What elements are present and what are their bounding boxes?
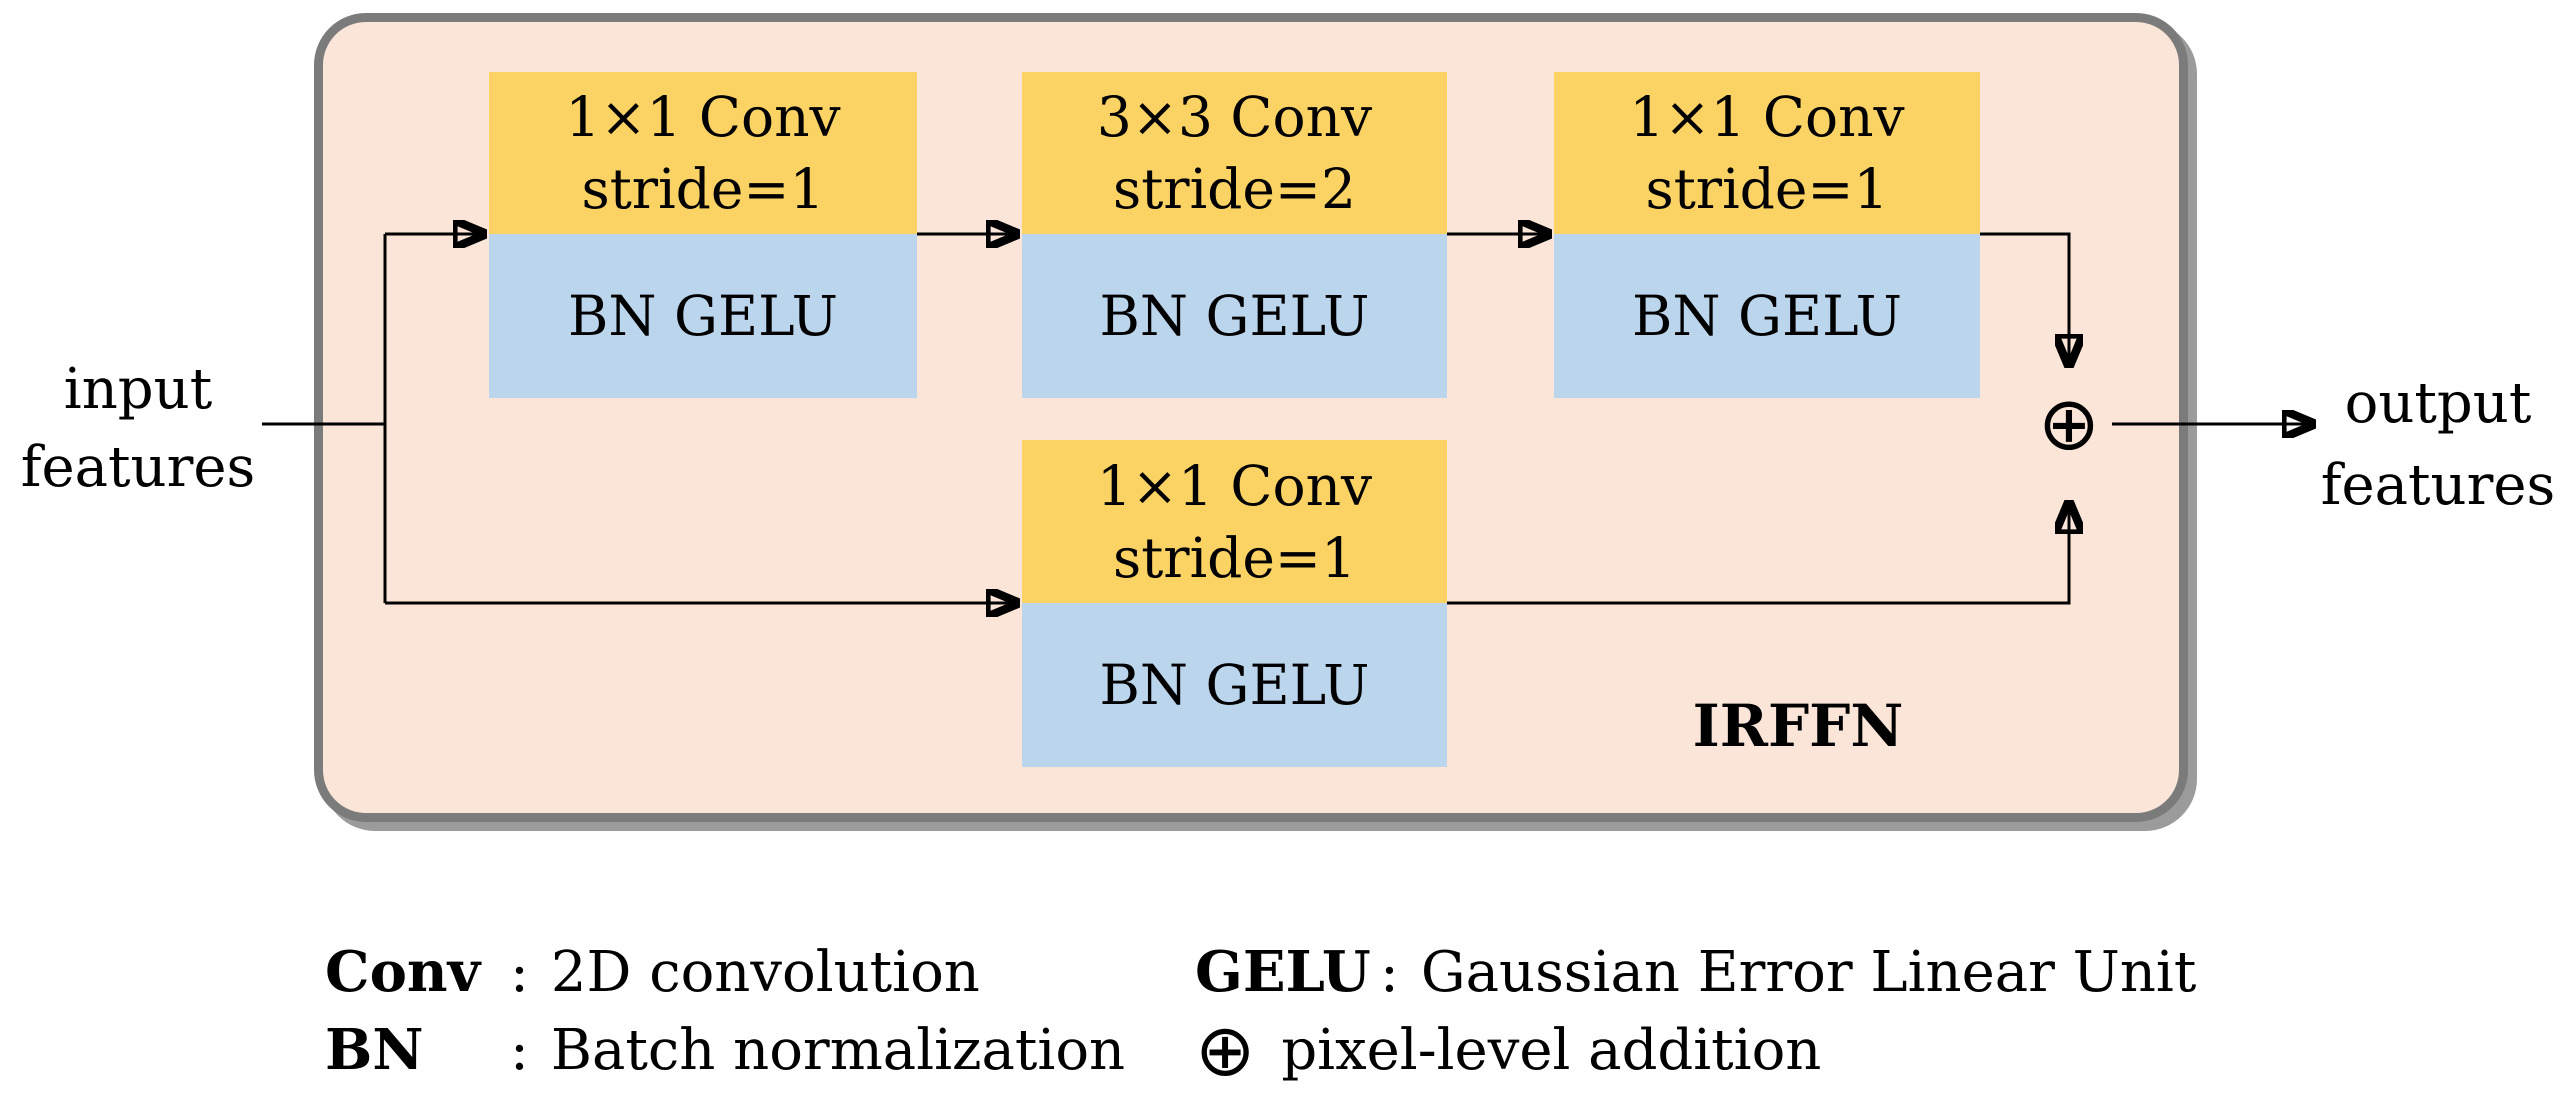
legend-term: GELU [1195,939,1371,1005]
output-label-line1: output [2344,371,2532,436]
conv-kernel-label: 1×1 Conv [1629,85,1905,149]
conv-block-3: 1×1 Conv stride=1 BN GELU [1554,72,1980,398]
legend-definition: pixel-level addition [1281,1017,1822,1083]
legend-item-conv: Conv : 2D convolution [325,939,980,1005]
legend-colon: : [510,939,529,1005]
conv-block-4-bn-gelu: BN GELU [1022,603,1447,767]
conv-block-3-conv: 1×1 Conv stride=1 [1554,72,1980,234]
legend-definition: 2D convolution [550,939,980,1005]
legend-item-pixel-add: ⊕ pixel-level addition [1195,1008,1822,1092]
input-label-line2: features [20,435,256,500]
legend-item-gelu: GELU : Gaussian Error Linear Unit [1195,939,2196,1005]
legend-colon: : [510,1017,529,1083]
output-features-label: output features [2318,363,2558,527]
conv-kernel-label: 1×1 Conv [1096,453,1373,518]
conv-block-1: 1×1 Conv stride=1 BN GELU [489,72,917,398]
conv-block-1-bn-gelu: BN GELU [489,234,917,398]
conv-block-4-conv: 1×1 Conv stride=1 [1022,440,1447,603]
output-label-line2: features [2320,453,2556,518]
panel-title: IRFFN [1692,692,1904,760]
input-features-label: input features [18,351,258,507]
conv-block-4: 1×1 Conv stride=1 BN GELU [1022,440,1447,767]
legend-definition: Gaussian Error Linear Unit [1420,939,2197,1005]
legend-item-bn: BN : Batch normalization [325,1017,1125,1083]
legend-definition: Batch normalization [550,1017,1126,1083]
conv-block-2-conv: 3×3 Conv stride=2 [1022,72,1447,234]
legend-colon: : [1380,939,1399,1005]
conv-kernel-label: 3×3 Conv [1096,85,1373,149]
pixel-add-icon: ⊕ [1195,1008,1256,1092]
conv-stride-label: stride=2 [1112,157,1357,221]
conv-stride-label: stride=1 [581,157,825,221]
conv-block-1-conv: 1×1 Conv stride=1 [489,72,917,234]
legend-term: BN [325,1017,424,1083]
conv-block-2: 3×3 Conv stride=2 BN GELU [1022,72,1447,398]
legend-term: Conv [325,939,481,1005]
conv-block-2-bn-gelu: BN GELU [1022,234,1447,398]
conv-block-3-bn-gelu: BN GELU [1554,234,1980,398]
conv-kernel-label: 1×1 Conv [565,85,841,149]
pixel-add-node: ⊕ [2037,381,2100,467]
conv-stride-label: stride=1 [1645,157,1889,221]
conv-stride-label: stride=1 [1112,525,1357,590]
input-label-line1: input [63,357,213,422]
